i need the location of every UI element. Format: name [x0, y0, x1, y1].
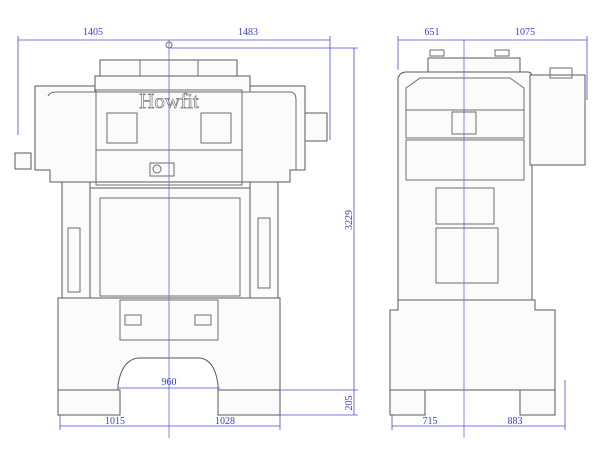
side-slide-box: [435, 187, 495, 225]
side-frame: [397, 71, 533, 301]
bolster-frame: [89, 187, 251, 299]
side-dimensions: 651 1075 715 883: [391, 27, 588, 430]
front-view: Howfit: [14, 40, 328, 438]
dim-depth-front: 651: [425, 27, 440, 38]
base-latch: [194, 314, 212, 326]
right-inspection-window: [200, 112, 232, 144]
dim-depth-rear: 1075: [515, 27, 535, 38]
left-column: [61, 181, 91, 299]
side-handwheel: [14, 152, 32, 170]
side-front-foot: [389, 389, 426, 416]
front-top-cover: [99, 59, 238, 79]
side-motor-box: [529, 74, 586, 166]
dim-base-right: 1028: [215, 416, 235, 427]
dim-width-right: 1483: [238, 27, 258, 38]
gauge-dial: [152, 164, 162, 174]
side-lug: [494, 49, 510, 57]
side-panel: [405, 109, 525, 139]
dim-base-front: 715: [423, 416, 438, 427]
side-lug: [429, 49, 445, 57]
dim-arch-width: 960: [162, 377, 177, 388]
dim-base-left: 1015: [105, 416, 125, 427]
motor-top: [549, 67, 573, 79]
side-panel: [405, 139, 525, 181]
dim-total-height: 3229: [344, 210, 355, 230]
side-crown-contour: [405, 77, 525, 130]
dim-foot-height: 205: [344, 396, 355, 411]
side-rear-foot: [519, 389, 556, 416]
side-slide-block: [435, 227, 499, 284]
front-dimensions: 1405 1483 3229 205 960 1015 1028: [17, 27, 358, 430]
right-column: [249, 181, 279, 299]
die-area-window: [99, 197, 241, 297]
dim-base-rear: 883: [508, 416, 523, 427]
motor-box: [304, 112, 328, 142]
crown-contour: [47, 91, 297, 170]
side-top-cover: [427, 57, 521, 73]
right-foot: [217, 389, 281, 416]
right-scale: [257, 217, 271, 289]
dim-width-left: 1405: [83, 27, 103, 38]
left-foot: [57, 389, 121, 416]
left-scale: [67, 227, 81, 293]
left-inspection-window: [106, 112, 138, 144]
side-view: [389, 40, 586, 438]
control-gauge: [149, 162, 175, 177]
side-base: [389, 299, 556, 391]
base-latch: [124, 314, 142, 326]
